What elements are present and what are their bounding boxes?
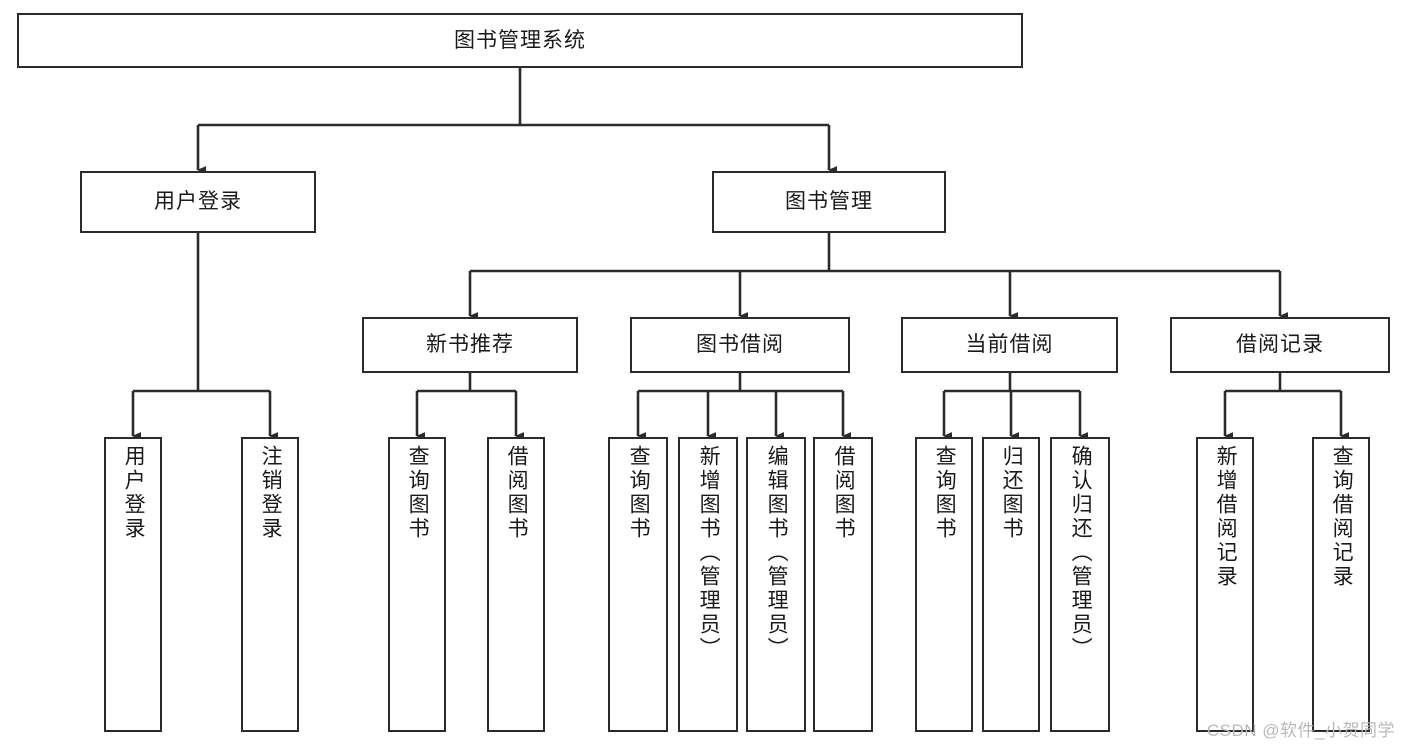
node-label: 借阅记录	[1236, 333, 1324, 357]
node-label: 归还图书	[1000, 445, 1024, 541]
node-borrow[interactable]: 图书借阅	[630, 317, 850, 373]
node-leaf-8[interactable]: 借阅图书	[813, 437, 873, 732]
node-label: 确认归还（管理员）	[1069, 445, 1093, 661]
node-leaf-13[interactable]: 查询借阅记录	[1312, 437, 1370, 732]
node-leaf-3[interactable]: 查询图书	[388, 437, 446, 732]
node-label: 编辑图书（管理员）	[765, 445, 789, 661]
node-label: 新增借阅记录	[1214, 445, 1238, 589]
node-records[interactable]: 借阅记录	[1170, 317, 1390, 373]
node-label: 借阅图书	[832, 445, 856, 541]
node-label: 借阅图书	[505, 445, 529, 541]
node-newbook[interactable]: 新书推荐	[362, 317, 578, 373]
node-label: 图书借阅	[696, 333, 784, 357]
node-label: 图书管理系统	[454, 28, 586, 52]
node-label: 查询借阅记录	[1330, 445, 1354, 589]
node-label: 用户登录	[154, 190, 242, 214]
node-leaf-4[interactable]: 借阅图书	[487, 437, 545, 732]
node-label: 注销登录	[259, 445, 283, 541]
node-root[interactable]: 图书管理系统	[17, 13, 1023, 68]
node-leaf-7[interactable]: 编辑图书（管理员）	[746, 437, 806, 732]
node-leaf-2[interactable]: 注销登录	[241, 437, 299, 732]
node-leaf-6[interactable]: 新增图书（管理员）	[678, 437, 738, 732]
node-label: 新书推荐	[426, 333, 514, 357]
node-leaf-1[interactable]: 用户登录	[104, 437, 162, 732]
node-leaf-5[interactable]: 查询图书	[608, 437, 668, 732]
node-label: 查询图书	[933, 445, 957, 541]
node-label: 用户登录	[122, 445, 146, 541]
node-label: 查询图书	[627, 445, 651, 541]
node-label: 图书管理	[785, 190, 873, 214]
node-leaf-11[interactable]: 确认归还（管理员）	[1050, 437, 1110, 732]
node-label: 新增图书（管理员）	[697, 445, 721, 661]
node-label: 当前借阅	[965, 333, 1054, 357]
node-leaf-10[interactable]: 归还图书	[982, 437, 1040, 732]
node-label: 查询图书	[406, 445, 430, 541]
node-current[interactable]: 当前借阅	[901, 317, 1118, 373]
node-bookmgmt[interactable]: 图书管理	[712, 171, 946, 233]
node-login[interactable]: 用户登录	[80, 171, 316, 233]
node-leaf-9[interactable]: 查询图书	[915, 437, 973, 732]
node-leaf-12[interactable]: 新增借阅记录	[1196, 437, 1254, 732]
